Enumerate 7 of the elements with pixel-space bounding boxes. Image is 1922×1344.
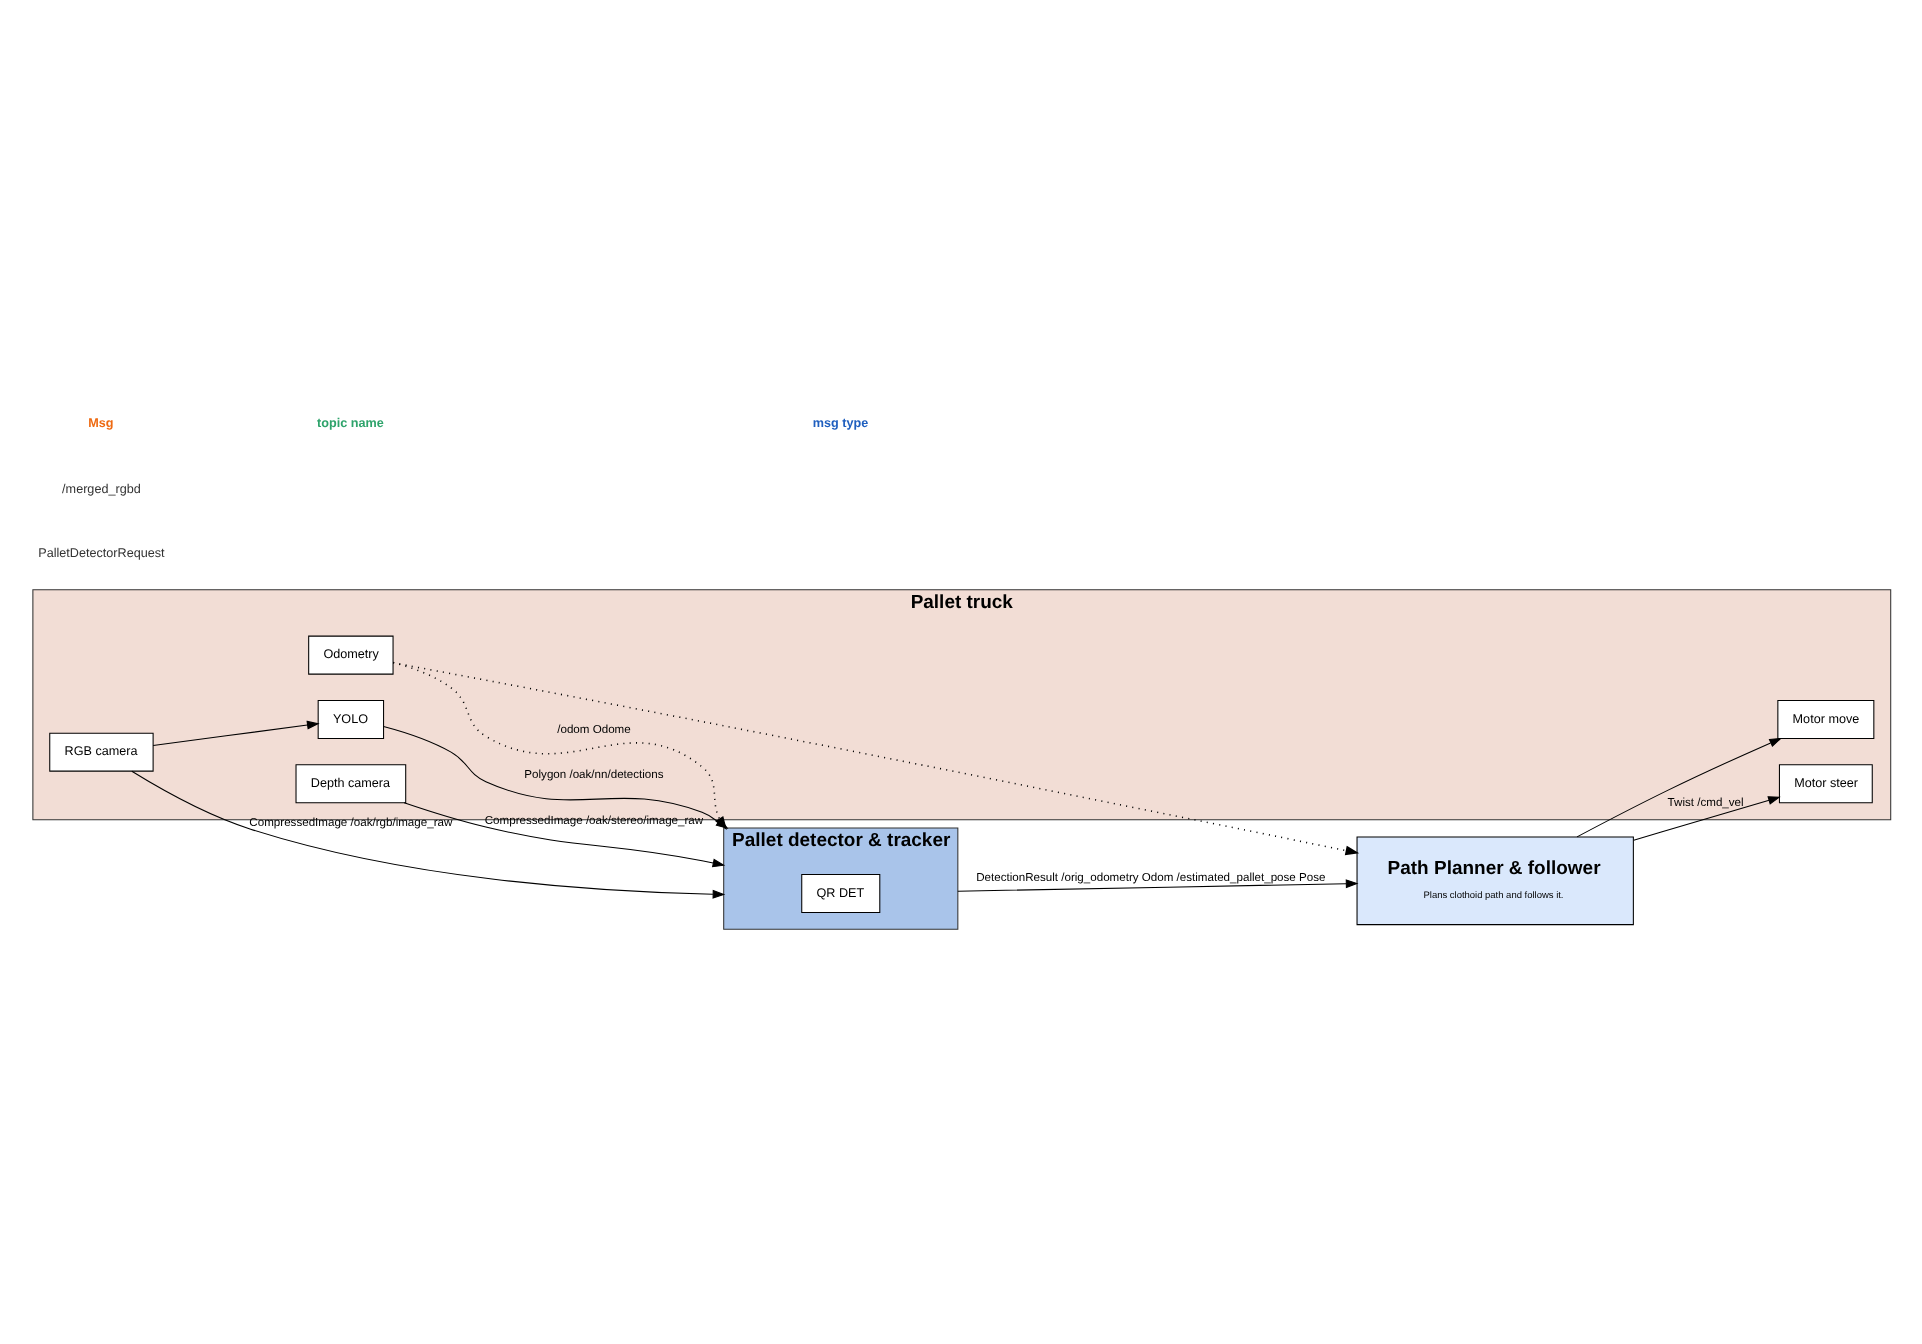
- arrow: [957, 879, 1359, 892]
- arrow: [1576, 737, 1783, 838]
- arrow: [152, 720, 320, 746]
- arrow: [403, 802, 726, 868]
- arrow: [1633, 796, 1781, 841]
- arrow: [131, 770, 726, 899]
- arrow: [392, 662, 1360, 856]
